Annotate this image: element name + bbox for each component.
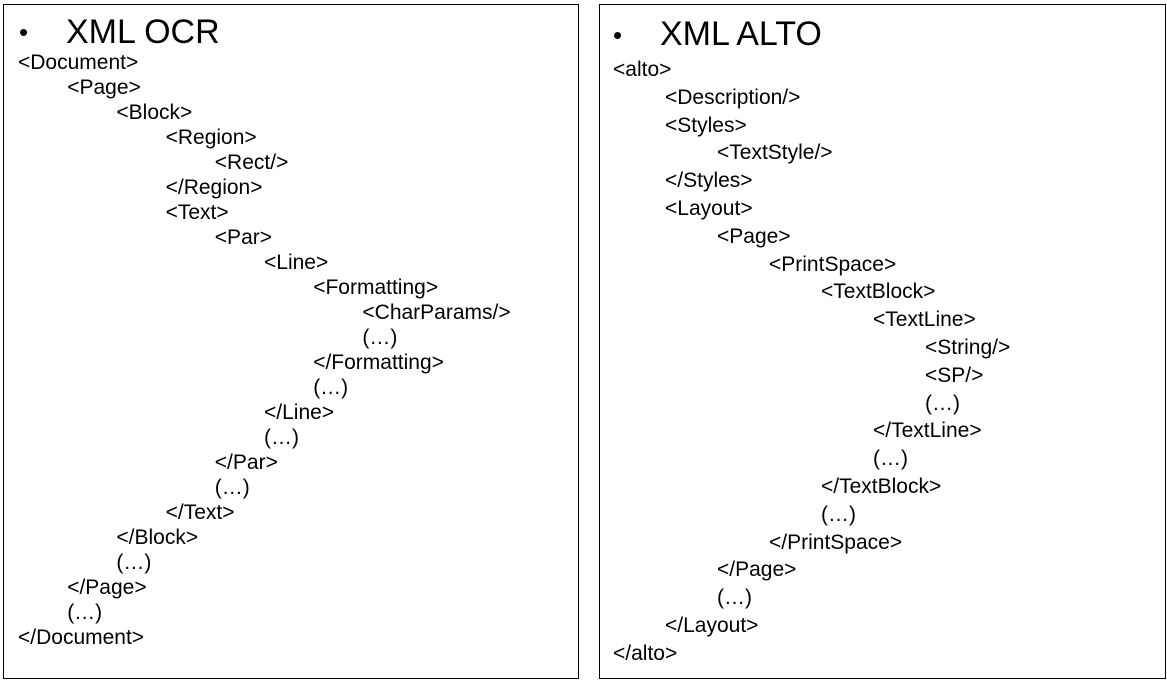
xml-tag-line: </Region> [165, 176, 263, 199]
xml-tag-line: <TextBlock> [821, 280, 936, 304]
xml-tag-line: </TextLine> [873, 419, 982, 443]
xml-tag-line: <alto> [613, 58, 672, 81]
xml-tag-line: (…) [925, 391, 960, 415]
title-bullet: • [19, 17, 29, 47]
xml-ocr-panel: • XML OCR <Document><Page><Block><Region… [3, 4, 579, 679]
panel-title: XML ALTO [660, 15, 822, 53]
xml-tag-line: </Styles> [665, 169, 753, 193]
xml-tag-line: </alto> [613, 641, 678, 665]
xml-tag-line: <Layout> [665, 197, 753, 220]
xml-tag-line: <Rect/> [214, 151, 289, 174]
xml-tag-line: </Block> [116, 526, 199, 549]
xml-tag-line: </Page> [717, 558, 797, 582]
xml-tag-line: <SP/> [925, 363, 984, 387]
xml-tag-line: <Page> [67, 76, 141, 99]
xml-tag-line: <Par> [214, 226, 273, 249]
xml-tag-line: (…) [67, 601, 103, 624]
xml-tag-line: <PrintSpace> [769, 252, 897, 276]
xml-tag-line: </Layout> [665, 614, 759, 637]
xml-tag-line: (…) [717, 586, 752, 610]
xml-tag-line: </Line> [264, 401, 335, 424]
xml-tag-line: <Document> [18, 51, 139, 74]
xml-tag-line: </Document> [18, 626, 145, 649]
xml-tag-line: (…) [362, 326, 398, 349]
xml-tag-line: <CharParams/> [362, 301, 511, 324]
xml-alto-panel: • XML ALTO <alto> <Description/> <Styles> <… [599, 4, 1166, 679]
xml-tag-line: <TextStyle/> [717, 141, 833, 165]
xml-tag-line: </Formatting> [313, 351, 444, 374]
xml-tag-line: <TextLine> [873, 308, 976, 332]
xml-tag-line: </PrintSpace> [769, 530, 903, 554]
xml-tag-line: <Text> [165, 201, 229, 224]
xml-tag-line: <String/> [925, 336, 1011, 359]
xml-tag-line: </TextBlock> [821, 475, 942, 498]
title-bullet: • [613, 20, 623, 50]
xml-tag-line: <Page> [717, 224, 791, 248]
xml-tag-line: (…) [313, 376, 349, 399]
xml-tag-line: <Region> [165, 126, 257, 149]
xml-tag-line: (…) [214, 476, 250, 499]
xml-tag-line: <Line> [264, 251, 329, 274]
xml-tag-line: <Styles> [665, 113, 747, 137]
xml-tag-line: <Block> [116, 101, 193, 124]
xml-tag-line: </Par> [214, 451, 278, 474]
panel-title: XML OCR [66, 13, 220, 51]
xml-tag-line: (…) [264, 426, 299, 449]
xml-tag-line: <Description/> [665, 85, 801, 109]
xml-tag-line: (…) [821, 502, 856, 526]
xml-tag-line: </Text> [165, 501, 235, 524]
xml-tag-line: <Formatting> [313, 276, 439, 299]
xml-tag-line: (…) [873, 447, 908, 471]
xml-tag-line: </Page> [67, 576, 147, 599]
xml-tag-line: (…) [116, 551, 152, 574]
